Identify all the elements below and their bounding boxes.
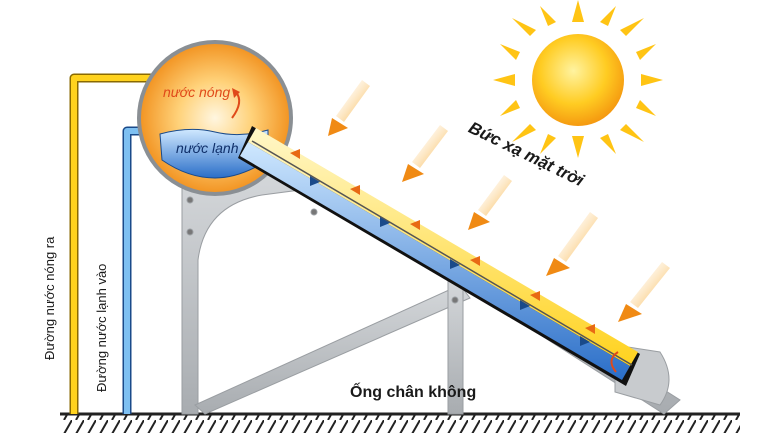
hot-water-label: nước nóng <box>163 84 231 100</box>
vacuum-tube-collector <box>238 126 640 386</box>
flow-arrows-cold <box>310 176 590 346</box>
ray <box>618 262 670 322</box>
cold-water-inlet-label: Đường nước lạnh vào <box>94 263 109 392</box>
flow-arrows-hot <box>290 149 595 334</box>
ray <box>402 125 448 182</box>
solar-radiation-rays <box>328 80 670 322</box>
hot-water-outlet-label: Đường nước nóng ra <box>42 236 57 360</box>
ray <box>468 175 512 230</box>
ground <box>60 412 740 433</box>
ray <box>328 80 370 136</box>
cold-water-inlet-pipe <box>122 126 160 414</box>
hot-water-outlet-pipe <box>69 73 160 414</box>
ray <box>546 212 598 276</box>
sun-icon <box>493 0 663 158</box>
cold-water-label: nước lạnh <box>176 140 239 156</box>
vacuum-tube-label: Ống chân không <box>350 384 477 401</box>
